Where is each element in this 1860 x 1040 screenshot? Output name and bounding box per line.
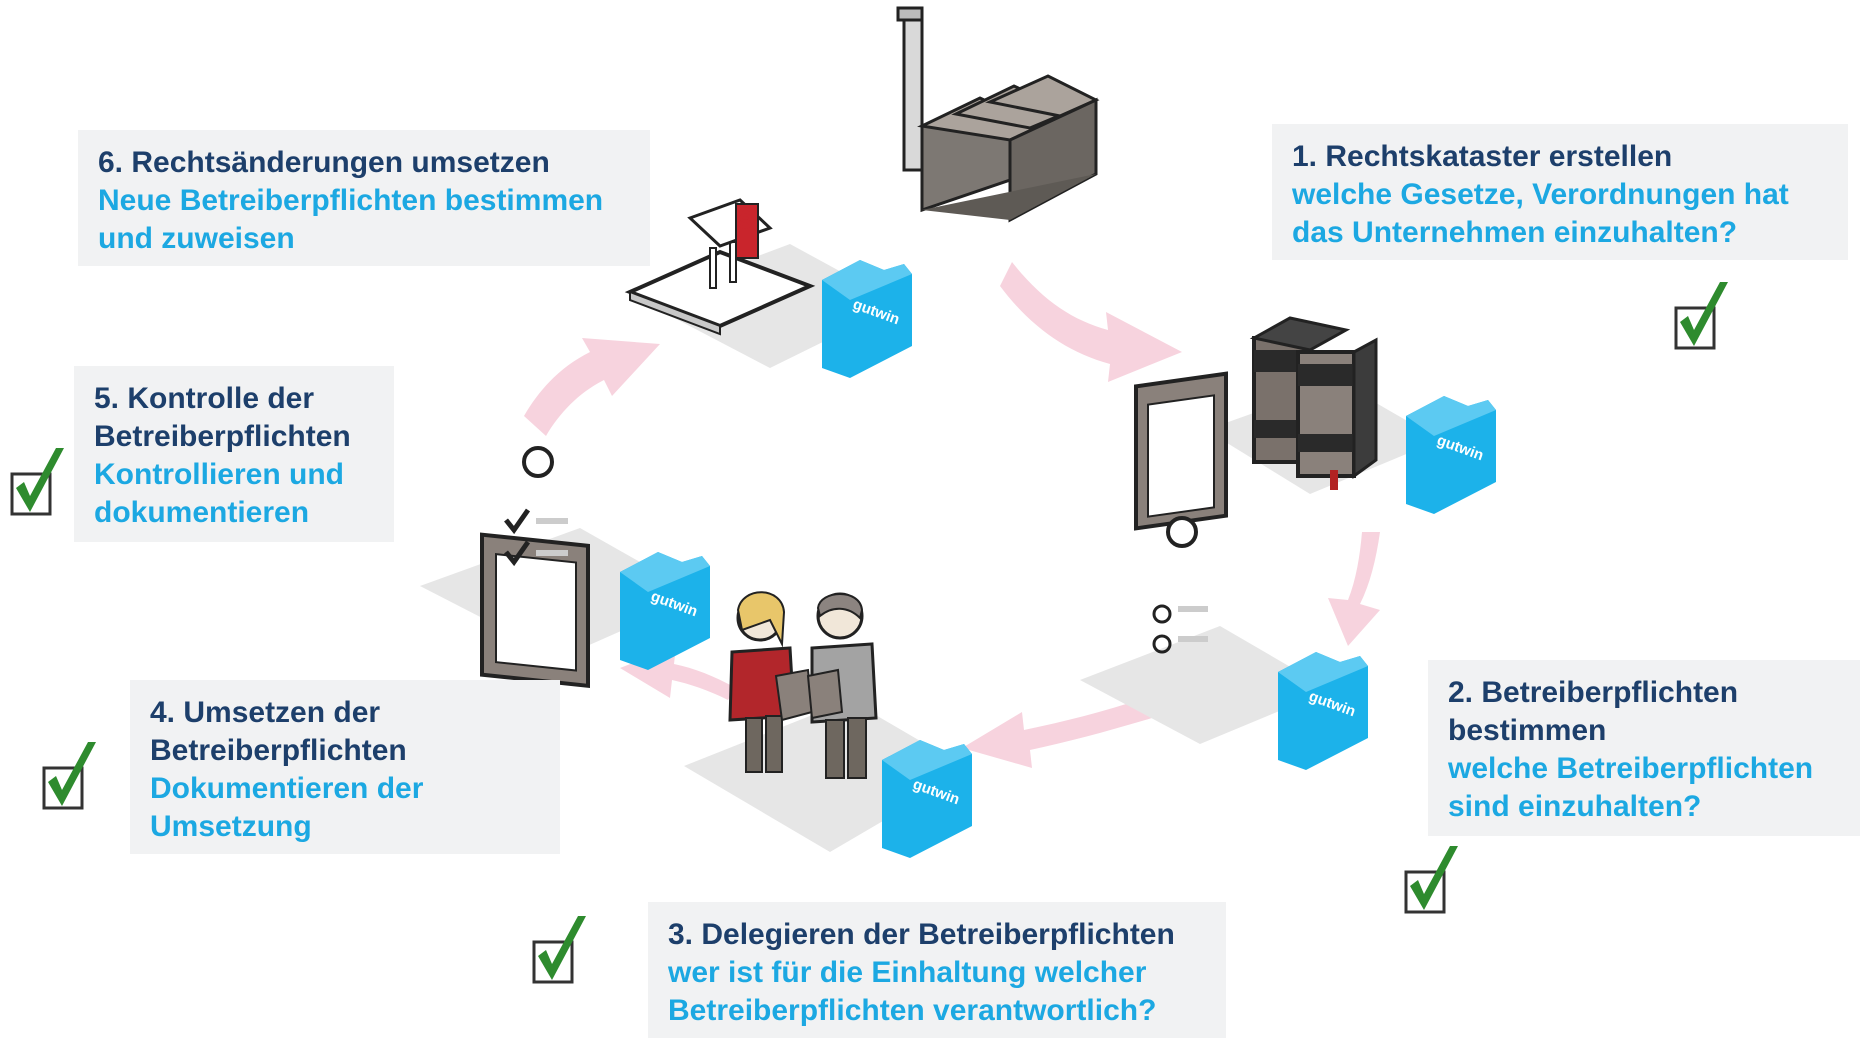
gutwin-folder-icon: gutwin xyxy=(1278,652,1368,770)
step-6-title: 6. Rechtsänderungen umsetzen xyxy=(98,146,550,179)
step-2-description: welche Betreiberpflichten sind einzuhalt… xyxy=(1448,752,1814,823)
step-2-box: 2. Betreiberpflichten bestimmen welche B… xyxy=(1428,660,1860,836)
arrow-step2-to-step3 xyxy=(962,698,1152,768)
gutwin-folder-icon: gutwin xyxy=(620,552,710,670)
step-3-title: 3. Delegieren der Betreiberpflichten xyxy=(668,918,1175,951)
step-1-box: 1. Rechtskataster erstellen welche Geset… xyxy=(1272,124,1848,260)
shadow-step2 xyxy=(1080,626,1330,744)
arrow-step5-to-step6 xyxy=(524,338,660,436)
step-6-box: 6. Rechtsänderungen umsetzen Neue Betrei… xyxy=(78,130,650,266)
step-5-box: 5. Kontrolle der Betreiberpflichten Kont… xyxy=(74,366,394,542)
checkmark-icon xyxy=(1674,280,1730,350)
gutwin-folder-icon: gutwin xyxy=(882,740,972,858)
law-books-icon xyxy=(1249,316,1378,490)
clipboard-empty-icon xyxy=(1134,371,1228,654)
step-6-description: Neue Betreiberpflichten bestimmen und zu… xyxy=(98,184,604,255)
step-4-title: 4. Umsetzen der Betreiberpflichten xyxy=(150,696,407,767)
step-5-description: Kontrollieren und dokumentieren xyxy=(94,458,344,529)
step-4-box: 4. Umsetzen der Betreiberpflichten Dokum… xyxy=(130,680,560,854)
step-3-description: wer ist für die Einhaltung welcher Betre… xyxy=(668,956,1157,1027)
step-3-box: 3. Delegieren der Betreiberpflichten wer… xyxy=(648,902,1226,1038)
step-1-title: 1. Rechtskataster erstellen xyxy=(1292,140,1673,173)
checkmark-icon xyxy=(10,446,66,516)
step-4-description: Dokumentieren der Umsetzung xyxy=(150,772,424,843)
checkmark-icon xyxy=(1404,844,1460,914)
step-5-title: 5. Kontrolle der Betreiberpflichten xyxy=(94,382,351,453)
gutwin-folder-icon: gutwin xyxy=(1406,396,1496,514)
checkmark-icon xyxy=(532,914,588,984)
clipboard-checked-icon xyxy=(480,446,590,689)
factory-icon xyxy=(896,6,1100,223)
paragraph-sign: § xyxy=(738,202,752,232)
checkmark-icon xyxy=(42,740,98,810)
step-1-description: welche Gesetze, Verordnungen hat das Unt… xyxy=(1292,178,1789,249)
arrow-books-to-step2 xyxy=(1328,532,1380,646)
step-2-title: 2. Betreiberpflichten bestimmen xyxy=(1448,676,1739,747)
people-icon xyxy=(728,591,878,779)
gutwin-folder-icon: gutwin xyxy=(822,260,912,378)
binder-paragraph-icon: § xyxy=(624,198,816,336)
arrow-factory-to-books xyxy=(1000,262,1182,382)
